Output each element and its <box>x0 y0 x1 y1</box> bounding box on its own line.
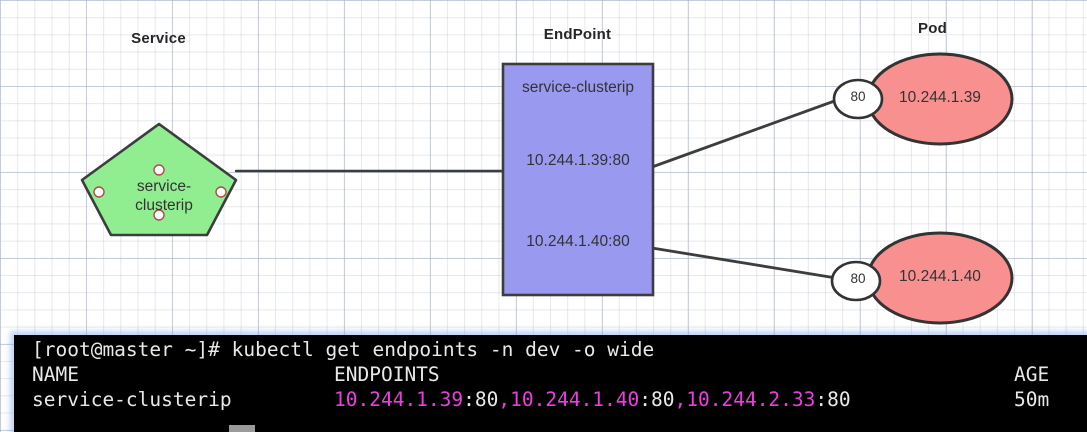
pod-2-port-shape[interactable] <box>830 260 882 302</box>
terminal-endpoint-separator-1: , <box>498 388 511 411</box>
terminal-endpoint-port-2: :80 <box>639 388 675 411</box>
terminal-prompt: [root@master ~]# <box>32 338 232 361</box>
terminal-endpoint-ip-3: 10.244.2.33 <box>686 388 816 411</box>
service-handle-top[interactable] <box>153 164 165 176</box>
terminal-endpoint-ip-2: 10.244.1.40 <box>510 388 640 411</box>
terminal-header-row: NAME ENDPOINTS AGE <box>32 364 1049 386</box>
terminal-endpoint-port-3: :80 <box>815 388 851 411</box>
connector-endpoint-to-pod-2[interactable] <box>650 246 838 280</box>
terminal-window[interactable]: [root@master ~]# kubectl get endpoints -… <box>14 335 1087 432</box>
terminal-command-line: [root@master ~]# kubectl get endpoints -… <box>32 339 654 361</box>
lane-title-endpoint: EndPoint <box>543 26 612 43</box>
terminal-endpoint-separator-2: , <box>674 388 687 411</box>
terminal-endpoint-ip-1: 10.244.1.39 <box>334 388 464 411</box>
terminal-command: kubectl get endpoints -n dev -o wide <box>231 338 655 361</box>
pod-1-shape[interactable] <box>866 52 1014 146</box>
lane-title-service: Service <box>131 30 186 47</box>
pod-2-shape[interactable] <box>866 231 1014 325</box>
connector-endpoint-to-pod-1[interactable] <box>650 97 842 169</box>
terminal-endpoint-port-1: :80 <box>463 388 499 411</box>
lane-title-pod: Pod <box>918 20 947 37</box>
terminal-scroll-tab[interactable] <box>229 425 255 432</box>
terminal-header-name: NAME <box>32 363 79 386</box>
terminal-header-age: AGE <box>1014 363 1050 386</box>
terminal-cell-age: 50m <box>1014 388 1050 411</box>
pod-1-port-shape[interactable] <box>832 78 884 120</box>
service-handle-right[interactable] <box>215 186 227 198</box>
terminal-header-endpoints: ENDPOINTS <box>334 363 440 386</box>
service-node-shape[interactable] <box>80 122 238 237</box>
terminal-cell-name: service-clusterip <box>32 388 232 411</box>
terminal-cell-endpoints: 10.244.1.39:80,10.244.1.40:80,10.244.2.3… <box>334 389 1014 411</box>
service-handle-bottom[interactable] <box>153 209 165 221</box>
endpoint-node-shape[interactable] <box>501 62 655 297</box>
service-handle-left[interactable] <box>93 186 105 198</box>
